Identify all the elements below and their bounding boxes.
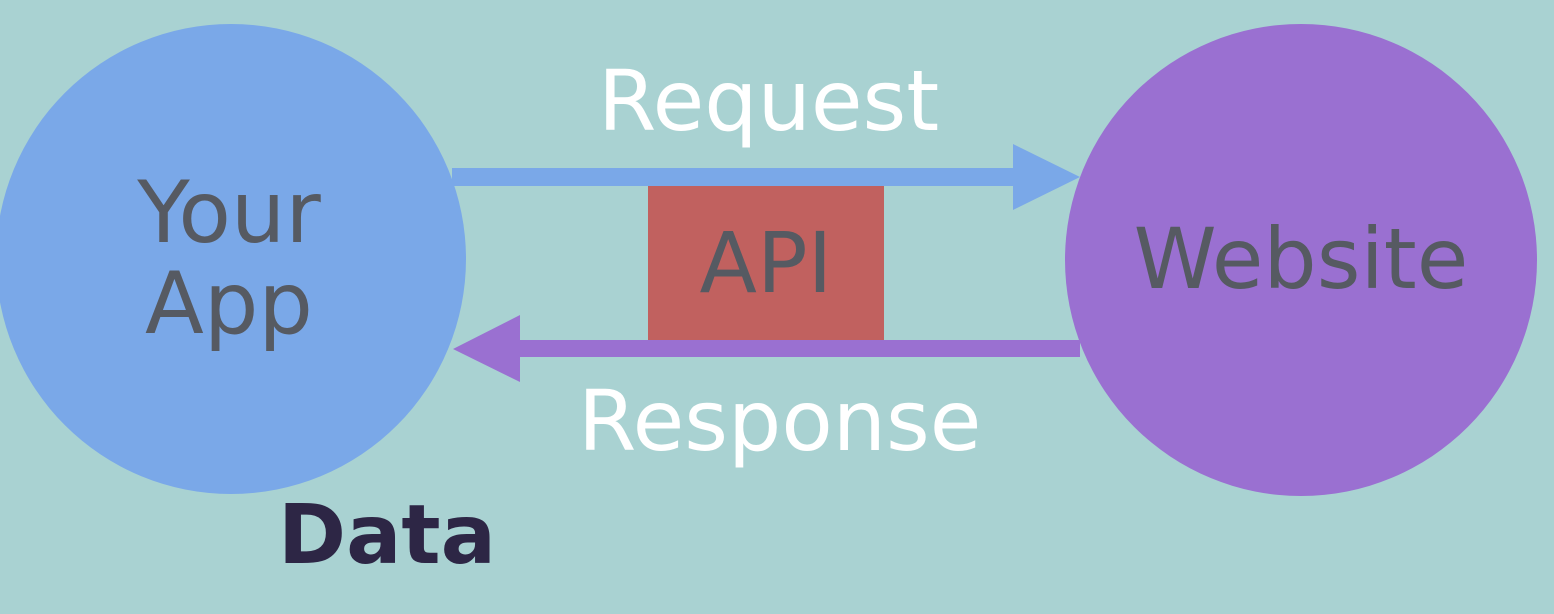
your-app-label: Your App xyxy=(137,162,321,354)
response-arrow-head xyxy=(453,315,520,382)
request-arrow xyxy=(452,144,1080,210)
request-arrow-head xyxy=(1013,144,1080,210)
website-node: Website xyxy=(1065,24,1537,496)
response-arrow-shaft xyxy=(515,340,1080,357)
response-label: Response xyxy=(578,372,982,470)
website-label: Website xyxy=(1133,210,1469,309)
api-box: API xyxy=(648,186,884,340)
request-label: Request xyxy=(598,52,940,150)
api-label: API xyxy=(699,214,833,312)
response-arrow xyxy=(453,315,1080,382)
your-app-node: Your App xyxy=(0,24,466,494)
request-arrow-shaft xyxy=(452,168,1018,186)
data-caption: Data xyxy=(278,488,496,583)
